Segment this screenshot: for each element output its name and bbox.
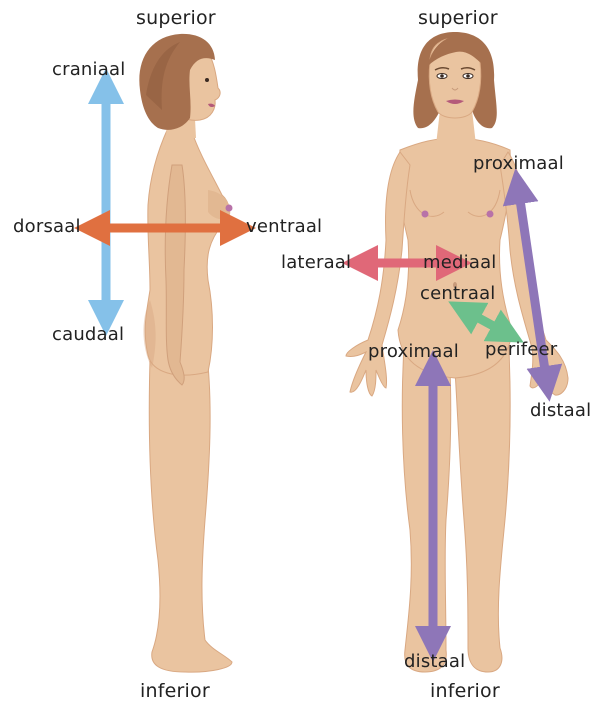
side-inferior-label: inferior: [140, 682, 210, 701]
caudaal-label: caudaal: [52, 326, 124, 344]
front-left-leg: [402, 330, 451, 672]
ventraal-label: ventraal: [246, 218, 322, 236]
craniaal-label: craniaal: [52, 61, 125, 79]
centraal-label: centraal: [420, 285, 496, 303]
arm-distaal-label: distaal: [530, 402, 591, 420]
side-superior-label: superior: [136, 9, 216, 28]
front-inferior-label: inferior: [430, 682, 500, 701]
front-superior-label: superior: [418, 9, 498, 28]
front-right-nipple: [487, 211, 494, 218]
front-left-nipple: [422, 211, 429, 218]
leg-proximaal-label: proximaal: [368, 343, 459, 361]
side-legs: [149, 360, 232, 672]
arm-proximaal-label: proximaal: [473, 155, 564, 173]
side-view-figure: [139, 34, 232, 672]
leg-distaal-label: distaal: [404, 653, 465, 671]
lateraal-label: lateraal: [281, 254, 351, 272]
side-torso: [145, 128, 229, 375]
front-right-leg: [455, 330, 510, 672]
perifeer-label: perifeer: [485, 341, 557, 359]
dorsaal-label: dorsaal: [13, 218, 81, 236]
side-nipple: [226, 205, 233, 212]
side-eye: [205, 78, 209, 82]
mediaal-label: mediaal: [423, 254, 497, 272]
